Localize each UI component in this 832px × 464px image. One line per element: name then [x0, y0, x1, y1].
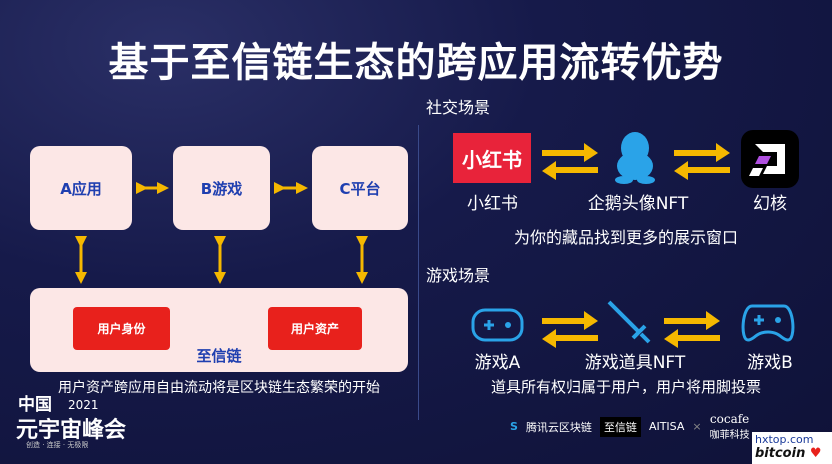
event-logo-line1: 中国: [18, 395, 52, 415]
game-heading: 游戏场景: [426, 266, 491, 285]
game-item-a: 游戏A: [474, 353, 521, 373]
game-caption: 道具所有权归属于用户，用户将用脚投票: [490, 378, 761, 396]
gamepad-icon: [471, 308, 524, 342]
chain-label: 至信链: [196, 347, 242, 365]
heart-icon: ♥: [809, 446, 822, 461]
sponsor-cocafe-cn: 咖菲科技: [709, 430, 750, 441]
app-b-box: B游戏: [173, 146, 270, 230]
divider: [418, 125, 419, 420]
assets-box: 用户资产: [268, 307, 362, 350]
social-item-xiaohongshu: 小红书: [467, 194, 518, 214]
exchange-arrows-icon: [542, 311, 598, 348]
sponsor-tencent: 腾讯云区块链: [525, 420, 592, 434]
watermark: hxtop.com bitcoin ♥: [752, 432, 832, 464]
watermark-site: hxtop.com: [755, 433, 814, 446]
xiaohongshu-logo: 小红书: [453, 133, 531, 183]
social-item-huanhe: 幻核: [753, 194, 787, 214]
game-item-b: 游戏B: [747, 353, 793, 373]
social-heading: 社交场景: [426, 98, 491, 117]
sponsor-separator: ×: [692, 420, 702, 433]
sponsor-aitisa: AITISA: [648, 420, 685, 433]
sponsor-cocafe: cocafe: [709, 412, 750, 426]
sponsor-zhixin: 至信链: [599, 416, 641, 437]
connection-arrows: [75, 182, 368, 284]
game-item-nft: 游戏道具NFT: [584, 353, 686, 373]
social-item-qq-nft: 企鹅头像NFT: [587, 194, 689, 214]
huanhe-logo: [741, 130, 799, 188]
event-logo-line2: 元宇宙峰会: [16, 418, 127, 443]
left-caption: 用户资产跨应用自由流动将是区块链生态繁荣的开始: [58, 380, 380, 396]
tencent-cloud-icon: S: [510, 420, 518, 433]
social-caption: 为你的藏品找到更多的展示窗口: [513, 228, 738, 247]
watermark-brand: bitcoin ♥: [755, 446, 822, 461]
app-c-box: C平台: [312, 146, 408, 230]
sponsor-bar: S 腾讯云区块链 至信链 AITISA × cocafe 咖菲科技: [510, 412, 750, 441]
qq-penguin-icon: [615, 132, 655, 184]
exchange-arrows-icon: [542, 143, 598, 180]
sword-icon: [607, 300, 651, 344]
event-tagline: 创造 · 连接 · 无极限: [26, 441, 89, 449]
page-title: 基于至信链生态的跨应用流转优势: [108, 40, 724, 86]
identity-box: 用户身份: [73, 307, 170, 350]
app-a-box: A应用: [30, 146, 132, 230]
exchange-arrows-icon: [674, 143, 730, 180]
gamepad-b-icon: [741, 304, 795, 342]
exchange-arrows-icon: [664, 311, 720, 348]
event-year: 2021: [68, 398, 99, 412]
